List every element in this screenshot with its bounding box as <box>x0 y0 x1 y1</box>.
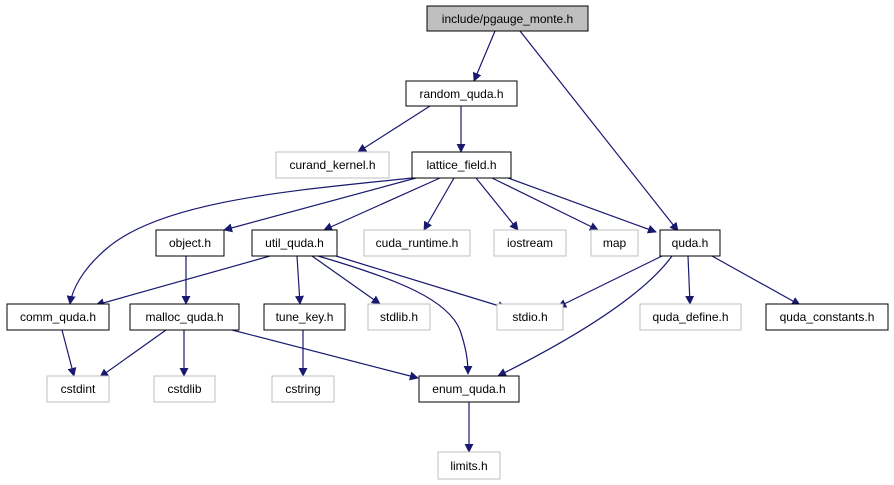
node-limits[interactable]: limits.h <box>437 451 501 480</box>
edge-random-quda-to-curand-kernel <box>357 105 431 153</box>
edge-lattice-field-to-quda <box>507 177 657 234</box>
node-iostream[interactable]: iostream <box>493 229 567 257</box>
edge-malloc-quda-to-cstdint <box>99 329 167 378</box>
node-cstdint[interactable]: cstdint <box>46 375 110 403</box>
node-curand-kernel-label: curand_kernel.h <box>289 158 375 172</box>
node-quda-define[interactable]: quda_define.h <box>639 303 742 331</box>
edge-root-to-quda <box>519 30 679 232</box>
node-util-quda[interactable]: util_quda.h <box>251 229 338 257</box>
edge-util-quda-to-stdio <box>335 255 507 310</box>
edge-malloc-quda-to-enum-quda <box>231 329 419 381</box>
node-cstdint-label: cstdint <box>61 382 96 396</box>
node-enum-quda[interactable]: enum_quda.h <box>418 375 520 403</box>
node-malloc-quda-label: malloc_quda.h <box>145 310 223 324</box>
node-quda-constants-label: quda_constants.h <box>780 310 875 324</box>
node-cstring[interactable]: cstring <box>271 375 335 403</box>
node-cstring-label: cstring <box>285 382 320 396</box>
node-tune-key[interactable]: tune_key.h <box>263 303 346 331</box>
edge-quda-to-quda-constants <box>711 255 801 306</box>
edge-comm-quda-to-cstdint <box>61 329 77 377</box>
edge-quda-to-enum-quda <box>497 255 673 377</box>
edge-lattice-field-to-object <box>223 177 417 233</box>
node-root-label: include/pgauge_monte.h <box>442 12 573 26</box>
edge-util-quda-to-enum-quda <box>317 255 473 375</box>
node-quda[interactable]: quda.h <box>659 229 721 257</box>
node-util-quda-label: util_quda.h <box>265 236 324 250</box>
node-stdio-label: stdio.h <box>512 310 547 324</box>
node-root[interactable]: include/pgauge_monte.h <box>426 5 589 32</box>
node-map[interactable]: map <box>590 229 639 257</box>
node-quda-label: quda.h <box>672 236 709 250</box>
node-stdlib-label: stdlib.h <box>380 310 418 324</box>
edge-lattice-field-to-cuda-runtime <box>423 177 455 231</box>
node-random-quda[interactable]: random_quda.h <box>405 80 518 107</box>
node-cstdlib-label: cstdlib <box>167 382 201 396</box>
edge-lattice-field-to-iostream <box>475 177 519 231</box>
node-object-label: object.h <box>169 236 211 250</box>
edge-lattice-field-to-comm-quda <box>66 177 413 305</box>
edge-lattice-field-to-map <box>491 177 599 231</box>
node-comm-quda[interactable]: comm_quda.h <box>6 303 110 331</box>
node-iostream-label: iostream <box>507 236 553 250</box>
node-cuda-runtime[interactable]: cuda_runtime.h <box>363 229 471 257</box>
edge-quda-to-quda-define <box>685 255 695 305</box>
edge-lattice-field-to-util-quda <box>323 177 441 231</box>
node-comm-quda-label: comm_quda.h <box>20 310 96 324</box>
node-cuda-runtime-label: cuda_runtime.h <box>376 236 459 250</box>
edge-util-quda-to-tune-key <box>295 255 304 305</box>
node-stdlib[interactable]: stdlib.h <box>367 303 431 331</box>
edges <box>61 30 801 453</box>
node-quda-define-label: quda_define.h <box>652 310 728 324</box>
node-stdio[interactable]: stdio.h <box>496 303 564 331</box>
edge-util-quda-to-stdlib <box>311 255 381 305</box>
node-enum-quda-label: enum_quda.h <box>432 382 505 396</box>
edge-root-to-random-quda <box>472 30 496 82</box>
node-cstdlib[interactable]: cstdlib <box>153 375 216 403</box>
node-random-quda-label: random_quda.h <box>419 87 503 101</box>
node-lattice-field-label: lattice_field.h <box>426 158 496 172</box>
node-object[interactable]: object.h <box>155 229 225 257</box>
nodes: include/pgauge_monte.h random_quda.h cur… <box>6 5 889 480</box>
node-map-label: map <box>603 236 627 250</box>
edge-quda-to-stdio <box>557 255 663 308</box>
node-tune-key-label: tune_key.h <box>276 310 334 324</box>
node-lattice-field[interactable]: lattice_field.h <box>411 151 512 179</box>
node-quda-constants[interactable]: quda_constants.h <box>765 303 889 331</box>
node-curand-kernel[interactable]: curand_kernel.h <box>275 151 390 179</box>
node-limits-label: limits.h <box>450 459 487 473</box>
node-malloc-quda[interactable]: malloc_quda.h <box>129 303 240 331</box>
edge-util-quda-to-comm-quda <box>95 255 271 308</box>
